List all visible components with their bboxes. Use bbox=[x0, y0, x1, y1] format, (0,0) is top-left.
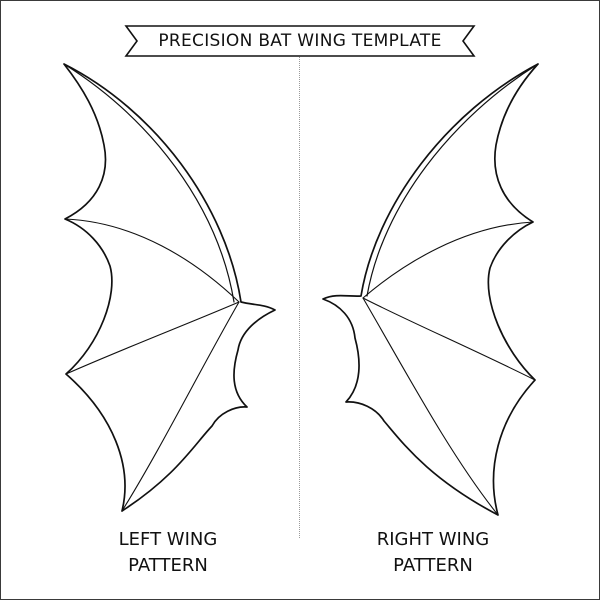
right-wing-finger-2 bbox=[362, 221, 534, 299]
right-wing-outline bbox=[322, 63, 539, 516]
right-wing-caption-line1: RIGHT WING bbox=[376, 529, 490, 550]
page-title: PRECISION BAT WING TEMPLATE bbox=[158, 31, 442, 51]
right-wing-finger-1 bbox=[366, 63, 539, 297]
title-banner: PRECISION BAT WING TEMPLATE bbox=[122, 22, 478, 60]
ribbon-banner-shape bbox=[124, 25, 476, 57]
right-wing-finger-3 bbox=[362, 297, 536, 381]
left-wing-finger-4 bbox=[121, 301, 240, 512]
right-wing bbox=[322, 63, 539, 516]
left-wing-caption: LEFT WING PATTERN bbox=[88, 527, 248, 579]
left-wing-finger-1 bbox=[63, 63, 235, 303]
left-wing-caption-line1: LEFT WING bbox=[118, 529, 218, 550]
left-wing-finger-3 bbox=[65, 301, 240, 375]
left-wing bbox=[63, 63, 276, 512]
left-wing-finger-2 bbox=[64, 218, 240, 303]
center-fold-line bbox=[299, 55, 300, 538]
left-wing-caption-line2: PATTERN bbox=[128, 555, 208, 576]
right-wing-caption: RIGHT WING PATTERN bbox=[353, 527, 513, 579]
right-wing-finger-4 bbox=[362, 297, 499, 516]
left-wing-outline bbox=[63, 63, 276, 512]
right-wing-caption-line2: PATTERN bbox=[393, 555, 473, 576]
